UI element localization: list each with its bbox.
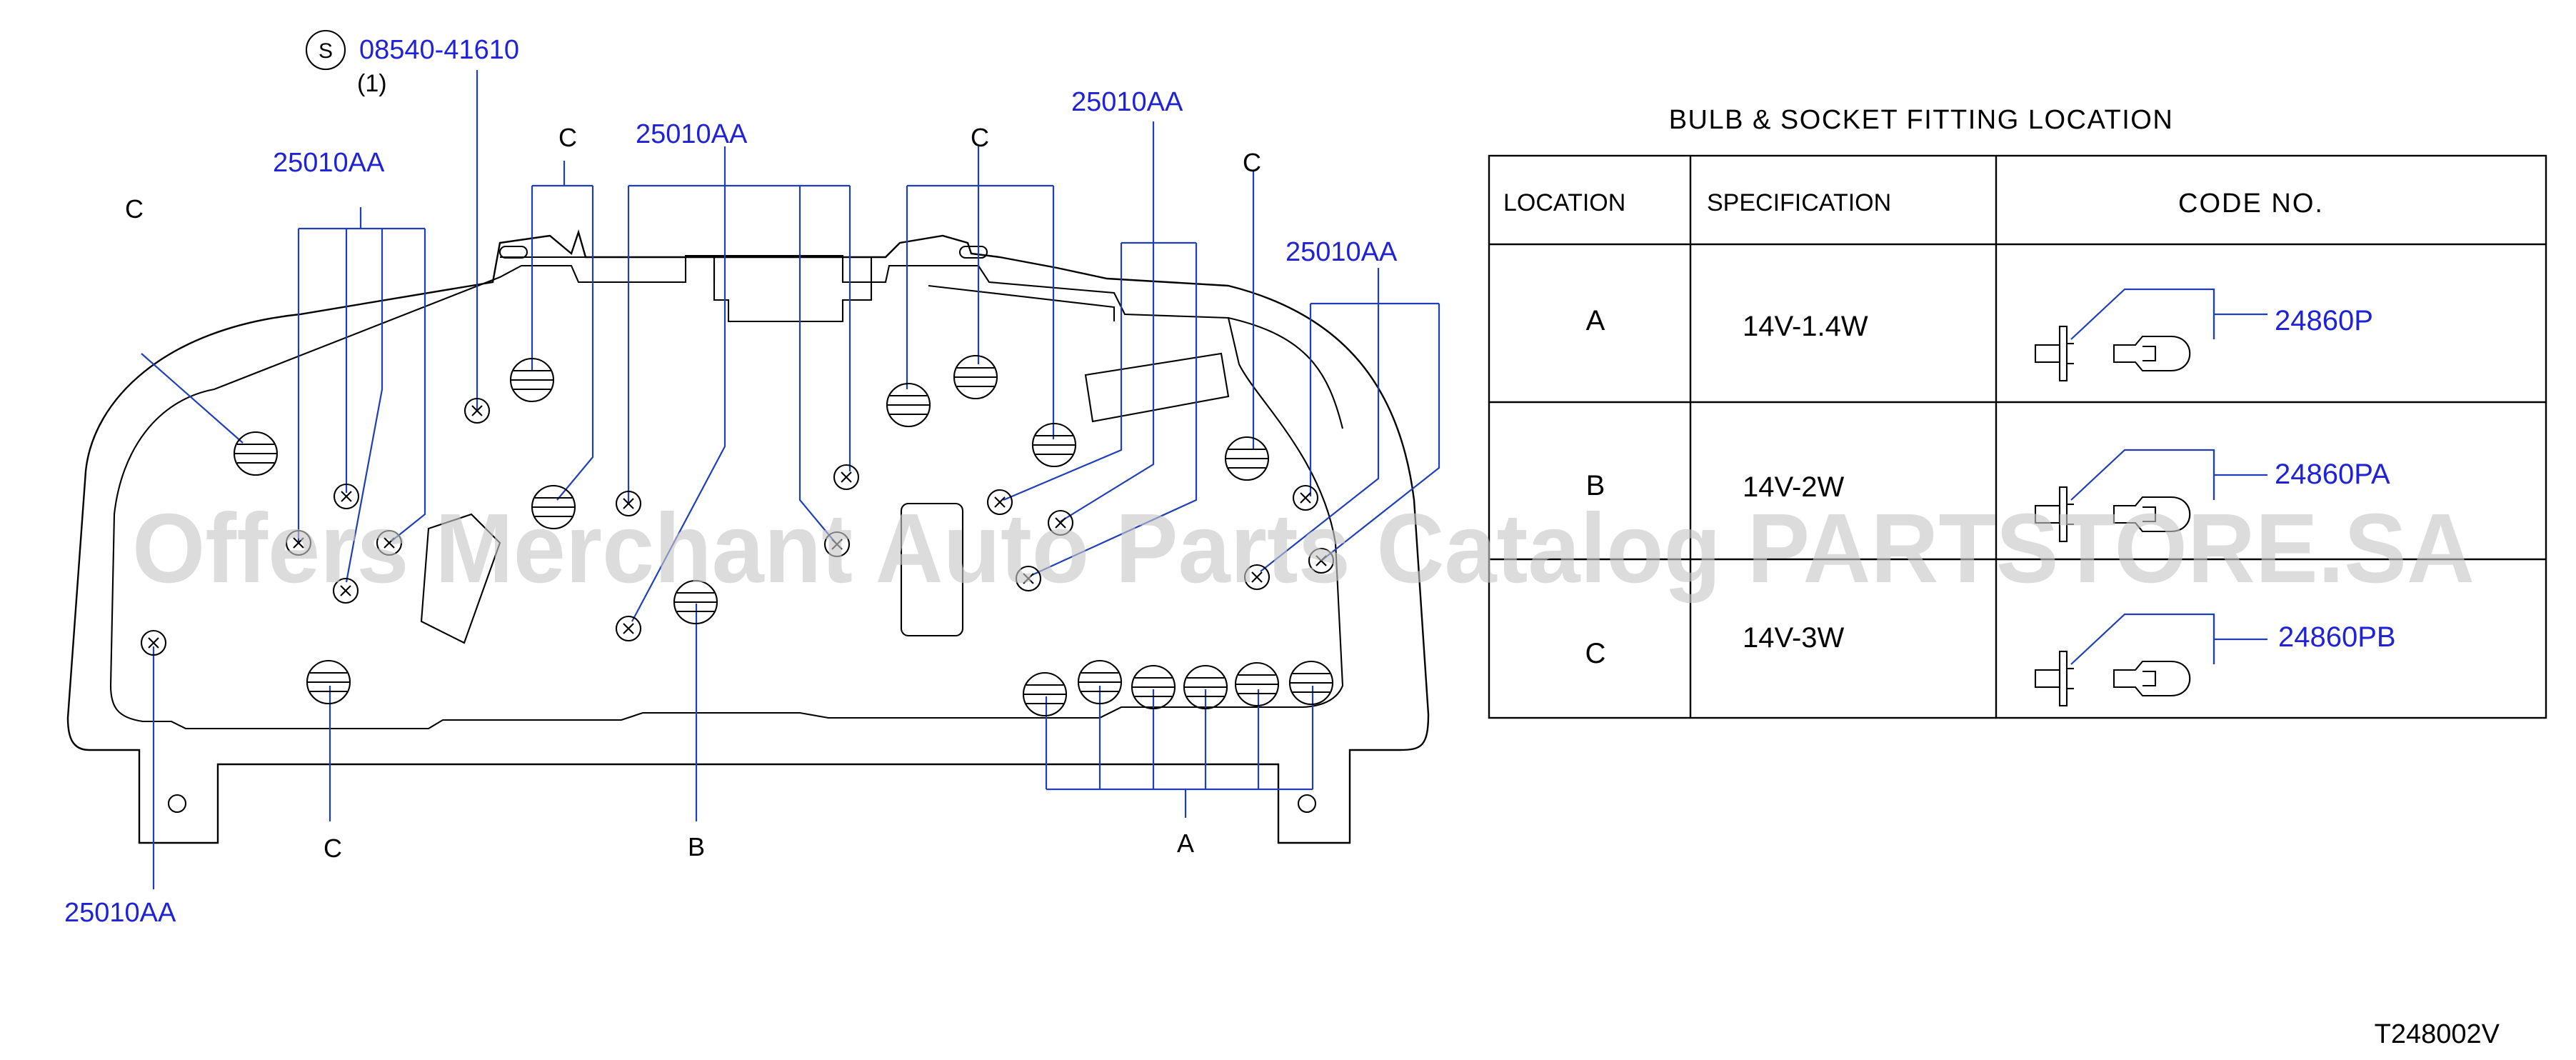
label-c-right: C: [1243, 148, 1261, 177]
screw-mark: [1308, 547, 1335, 574]
bulb-socket: [1077, 659, 1123, 705]
bulb-socket-icon: [2034, 449, 2267, 543]
screw-mark: [140, 629, 167, 656]
bulb-icons: [2034, 288, 2267, 707]
bulb-socket: [306, 659, 351, 705]
label-c-top: C: [558, 123, 577, 152]
row-c-location: C: [1585, 638, 1606, 669]
header-specification: SPECIFICATION: [1707, 189, 1891, 216]
row-a-specification: 14V-1.4W: [1743, 311, 1868, 342]
screw-mark: [285, 529, 312, 556]
drawing-number: T248002V: [2375, 1019, 2500, 1049]
screw-mark: [333, 483, 360, 510]
bulb-socket: [886, 382, 931, 428]
header-code-no: CODE NO.: [2178, 189, 2324, 219]
bulb-socket: [1234, 661, 1280, 707]
socket-callout-bottom-left: 25010AA: [64, 898, 176, 928]
socket-callout-right: 25010AA: [1286, 237, 1398, 267]
table-title: BULB & SOCKET FITTING LOCATION: [1669, 105, 2174, 135]
bulb-socket: [1288, 660, 1334, 706]
row-b-specification: 14V-2W: [1743, 471, 1845, 503]
screw-mark: [615, 490, 642, 517]
label-c-bottom: C: [324, 834, 342, 863]
label-c-top-left: C: [125, 194, 144, 224]
bulb-socket: [1224, 436, 1270, 481]
bulb-socket: [953, 354, 998, 400]
row-b-location: B: [1586, 470, 1605, 501]
row-a-code: 24860P: [2275, 305, 2373, 336]
bulb-socket-icon: [2034, 288, 2267, 382]
screw-callout: S 08540-41610 (1): [305, 29, 519, 97]
screw-mark: [1015, 565, 1042, 592]
label-b-bottom: B: [688, 832, 705, 861]
screw-mark: [376, 529, 403, 556]
socket-callout-upper-right: 25010AA: [1071, 87, 1183, 117]
bulb-socket: [233, 431, 279, 476]
header-location: LOCATION: [1503, 189, 1625, 216]
row-c-specification: 14V-3W: [1743, 622, 1845, 654]
bulb-socket: [509, 357, 555, 403]
bulb-socket-table: BULB & SOCKET FITTING LOCATION LOCATION …: [1488, 105, 2547, 719]
screw-mark: [332, 577, 359, 604]
socket-callout-center: 25010AA: [636, 119, 748, 149]
bulb-sockets: [233, 354, 1334, 717]
screw-mark: [1047, 509, 1074, 536]
screw-symbol-circle: [305, 29, 346, 71]
screw-quantity: (1): [357, 70, 387, 97]
bulb-socket-icon: [2034, 613, 2267, 707]
bulb-socket: [1183, 664, 1228, 710]
screw-mark: [823, 531, 851, 558]
bulb-socket: [1131, 664, 1176, 710]
screw-mark: [1243, 564, 1271, 591]
bulb-socket: [531, 484, 576, 530]
screw-part-number: 08540-41610: [359, 35, 519, 65]
screw-mark: [986, 489, 1013, 516]
screw-symbol: S: [319, 39, 333, 63]
socket-screws: [140, 397, 1335, 656]
row-c-code: 24860PB: [2278, 621, 2396, 653]
label-a-bottom: A: [1177, 829, 1194, 858]
screw-mark: [1292, 484, 1319, 511]
label-c-top-center: C: [971, 123, 989, 152]
bulb-socket: [673, 579, 718, 625]
row-a-location: A: [1586, 305, 1605, 336]
socket-callout-upper-left: 25010AA: [273, 148, 385, 178]
bulb-socket: [1022, 671, 1068, 717]
screw-mark: [615, 615, 642, 642]
screw-mark: [833, 464, 860, 491]
screw-mark: [463, 397, 491, 424]
watermark-text: Offers Merchant Auto Parts Catalog PARTS…: [132, 494, 2475, 604]
meter-housing: [66, 229, 1430, 844]
callout-leaders: [141, 70, 1440, 889]
row-b-code: 24860PA: [2275, 459, 2390, 490]
bulb-socket: [1031, 422, 1077, 468]
